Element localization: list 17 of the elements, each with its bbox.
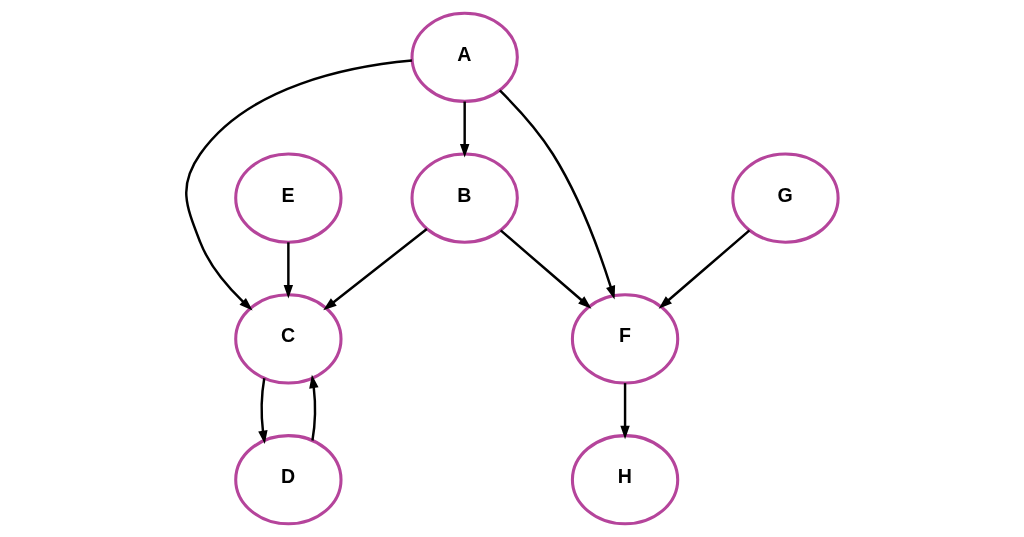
node-ellipse: H [570, 434, 680, 526]
node-ellipse: C [234, 293, 343, 385]
node-ellipse: G [731, 152, 840, 244]
arrow [498, 89, 616, 300]
arrow [499, 229, 592, 309]
arrow [658, 229, 751, 309]
arrow [185, 59, 412, 311]
arrow [258, 378, 268, 445]
arrow [283, 242, 294, 299]
arrow [620, 383, 630, 440]
arrow [323, 228, 428, 311]
arrow [459, 101, 470, 158]
node-ellipse: D [234, 434, 343, 526]
node-ellipse: E [234, 152, 343, 244]
node-ellipse: A [410, 11, 519, 103]
arrow [309, 374, 319, 441]
node-ellipse: B [410, 152, 519, 244]
